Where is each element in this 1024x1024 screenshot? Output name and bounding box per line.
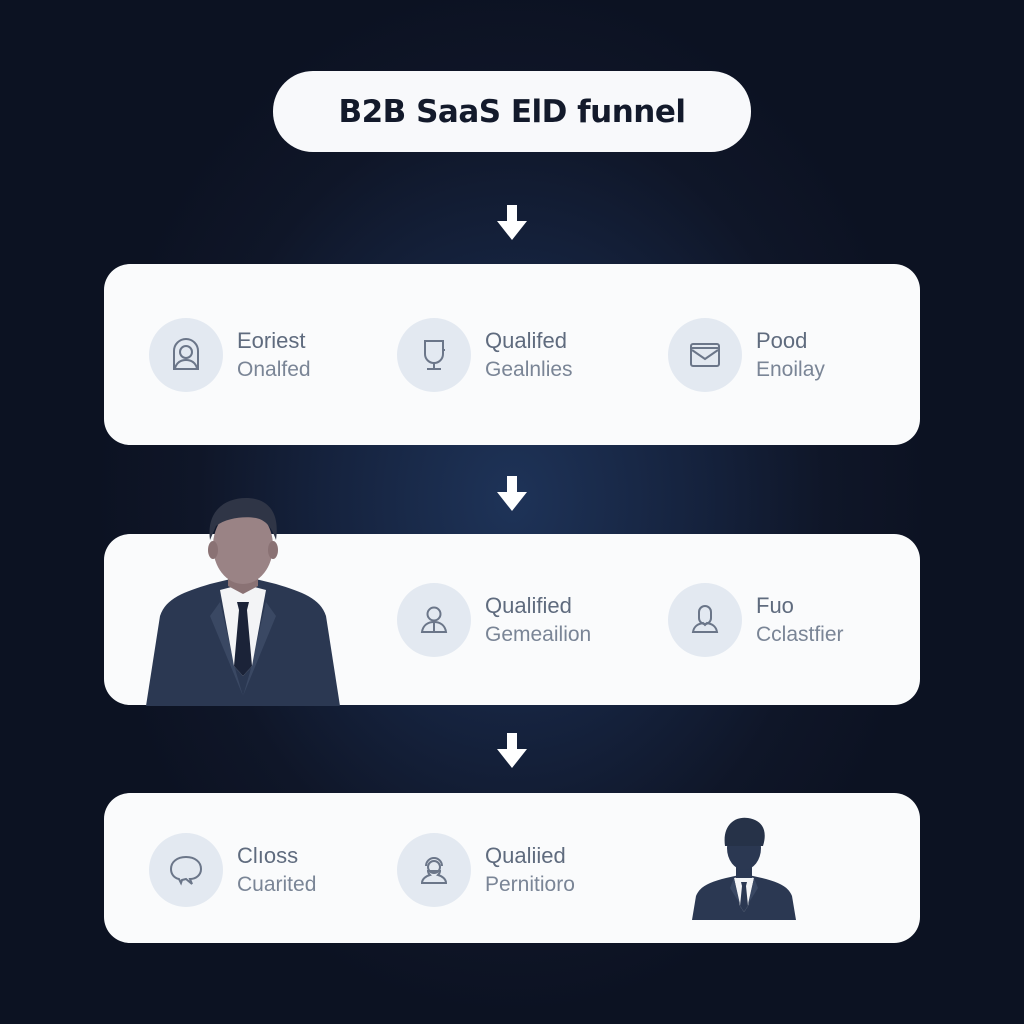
stage-item: Pood Enoilay — [668, 318, 825, 392]
businessman-silhouette — [692, 817, 796, 920]
stage-item-subtitle: Cuarited — [237, 873, 317, 896]
stage-item-subtitle: Onalfed — [237, 358, 311, 381]
arrow-down-icon — [497, 476, 527, 511]
stage-item: Qualiied Pernitioro — [397, 833, 575, 907]
stage-item-subtitle: Cclastfier — [756, 623, 844, 646]
stage-item-title: Pood — [756, 328, 808, 353]
stage-item: Qualified Gemeailion — [397, 583, 591, 657]
stage-item-title: Qualifed — [485, 328, 567, 353]
user-headset-icon — [420, 857, 448, 884]
envelope-icon — [690, 343, 720, 367]
stage-item-title: Fuo — [756, 593, 794, 618]
arrow-down-icon — [497, 205, 527, 240]
stage-item: Eoriest Onalfed — [149, 318, 311, 392]
user-icon — [420, 606, 448, 633]
stage-item-title: Clıoss — [237, 843, 299, 868]
funnel-title: B2B SaaS ElD funnel — [273, 71, 751, 152]
stage-item-subtitle: Gemeailion — [485, 623, 592, 646]
stage-item-subtitle: Enoilay — [756, 358, 825, 381]
stage-item: Fuo Cclastfier — [668, 583, 844, 657]
businessman-illustration — [146, 498, 340, 706]
speech-bubble-icon — [169, 855, 203, 886]
stage-item-title: Eoriest — [237, 328, 306, 353]
funnel-stage-1: Eoriest Onalfed Qualifed Gealnlies Pood — [104, 264, 920, 445]
stage-item-title: Qualiied — [485, 843, 566, 868]
stage-item-title: Qualified — [485, 593, 572, 618]
arrow-down-icon — [497, 733, 527, 768]
shield-cup-icon — [424, 340, 445, 370]
stage-item: Clıoss Cuarited — [149, 833, 316, 907]
stage-item-subtitle: Gealnlies — [485, 358, 573, 381]
user-frame-icon — [173, 338, 199, 370]
stage-item-subtitle: Pernitioro — [485, 873, 575, 896]
user-icon — [691, 605, 719, 633]
funnel-title-text: B2B SaaS ElD funnel — [338, 93, 686, 130]
stage-item: Qualifed Gealnlies — [397, 318, 573, 392]
